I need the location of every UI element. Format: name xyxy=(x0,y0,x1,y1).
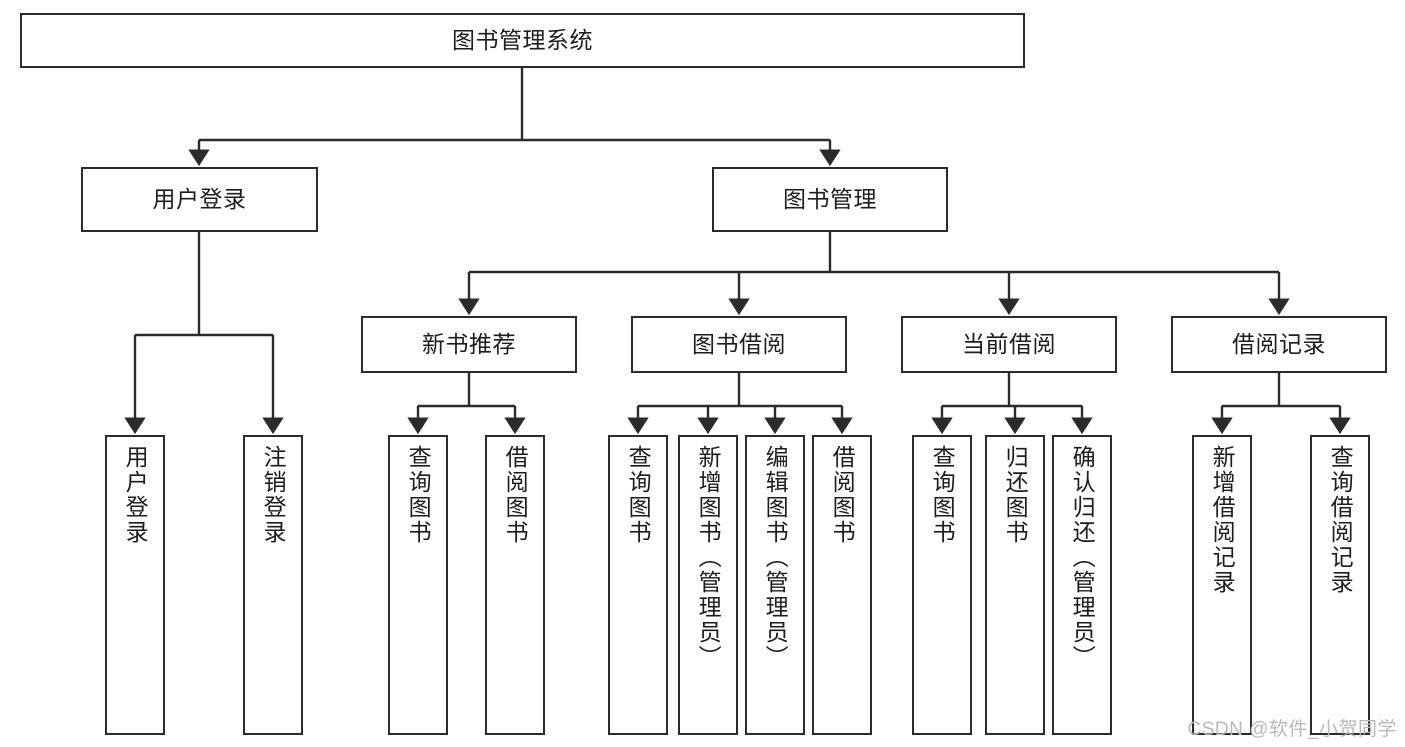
watermark-text: CSDN @软件_小贺同学 xyxy=(1187,719,1397,740)
node-new-book-rec[interactable]: 新书推荐 xyxy=(361,316,577,373)
node-leaf-cur-return-book-label: 归还图书 xyxy=(1002,445,1029,545)
node-leaf-borrow-lend-book-label: 借阅图书 xyxy=(829,445,856,545)
node-borrow-record-label: 借阅记录 xyxy=(1232,330,1326,357)
node-leaf-cur-query-book[interactable]: 查询图书 xyxy=(912,435,972,735)
node-book-manage[interactable]: 图书管理 xyxy=(712,167,948,232)
node-book-borrow-label: 图书借阅 xyxy=(692,330,786,357)
node-new-book-rec-label: 新书推荐 xyxy=(422,330,516,357)
node-root[interactable]: 图书管理系统 xyxy=(20,13,1025,68)
node-borrow-record[interactable]: 借阅记录 xyxy=(1171,316,1387,373)
node-leaf-rec-add-record-label: 新增借阅记录 xyxy=(1209,445,1236,595)
node-leaf-rec-query-book-label: 查询图书 xyxy=(405,445,432,545)
node-leaf-user-logout[interactable]: 注销登录 xyxy=(243,435,303,735)
node-leaf-rec-add-record[interactable]: 新增借阅记录 xyxy=(1192,435,1252,735)
node-leaf-user-logout-label: 注销登录 xyxy=(260,445,287,545)
node-leaf-borrow-add-book[interactable]: 新增图书（管理员） xyxy=(678,435,738,735)
node-root-label: 图书管理系统 xyxy=(452,26,593,53)
node-current-borrow-label: 当前借阅 xyxy=(962,330,1056,357)
node-book-borrow[interactable]: 图书借阅 xyxy=(631,316,847,373)
node-leaf-cur-query-book-label: 查询图书 xyxy=(929,445,956,545)
node-leaf-user-login[interactable]: 用户登录 xyxy=(105,435,165,735)
node-leaf-borrow-edit-book-label: 编辑图书（管理员） xyxy=(762,445,789,670)
node-leaf-rec-borrow-book-label: 借阅图书 xyxy=(502,445,529,545)
node-leaf-borrow-query-book-label: 查询图书 xyxy=(625,445,652,545)
node-user-login[interactable]: 用户登录 xyxy=(81,167,318,232)
node-leaf-rec-query-book[interactable]: 查询图书 xyxy=(388,435,448,735)
node-leaf-borrow-lend-book[interactable]: 借阅图书 xyxy=(812,435,872,735)
node-leaf-cur-confirm-return[interactable]: 确认归还（管理员） xyxy=(1052,435,1112,735)
node-current-borrow[interactable]: 当前借阅 xyxy=(901,316,1117,373)
node-leaf-borrow-edit-book[interactable]: 编辑图书（管理员） xyxy=(745,435,805,735)
node-leaf-cur-return-book[interactable]: 归还图书 xyxy=(985,435,1045,735)
node-user-login-label: 用户登录 xyxy=(152,185,247,212)
node-leaf-user-login-label: 用户登录 xyxy=(122,445,149,545)
node-leaf-borrow-add-book-label: 新增图书（管理员） xyxy=(695,445,722,670)
node-leaf-rec-query-record-label: 查询借阅记录 xyxy=(1327,445,1354,595)
node-leaf-rec-borrow-book[interactable]: 借阅图书 xyxy=(485,435,545,735)
node-leaf-borrow-query-book[interactable]: 查询图书 xyxy=(608,435,668,735)
node-book-manage-label: 图书管理 xyxy=(783,185,877,212)
node-leaf-rec-query-record[interactable]: 查询借阅记录 xyxy=(1310,435,1370,735)
node-leaf-cur-confirm-return-label: 确认归还（管理员） xyxy=(1069,445,1096,670)
